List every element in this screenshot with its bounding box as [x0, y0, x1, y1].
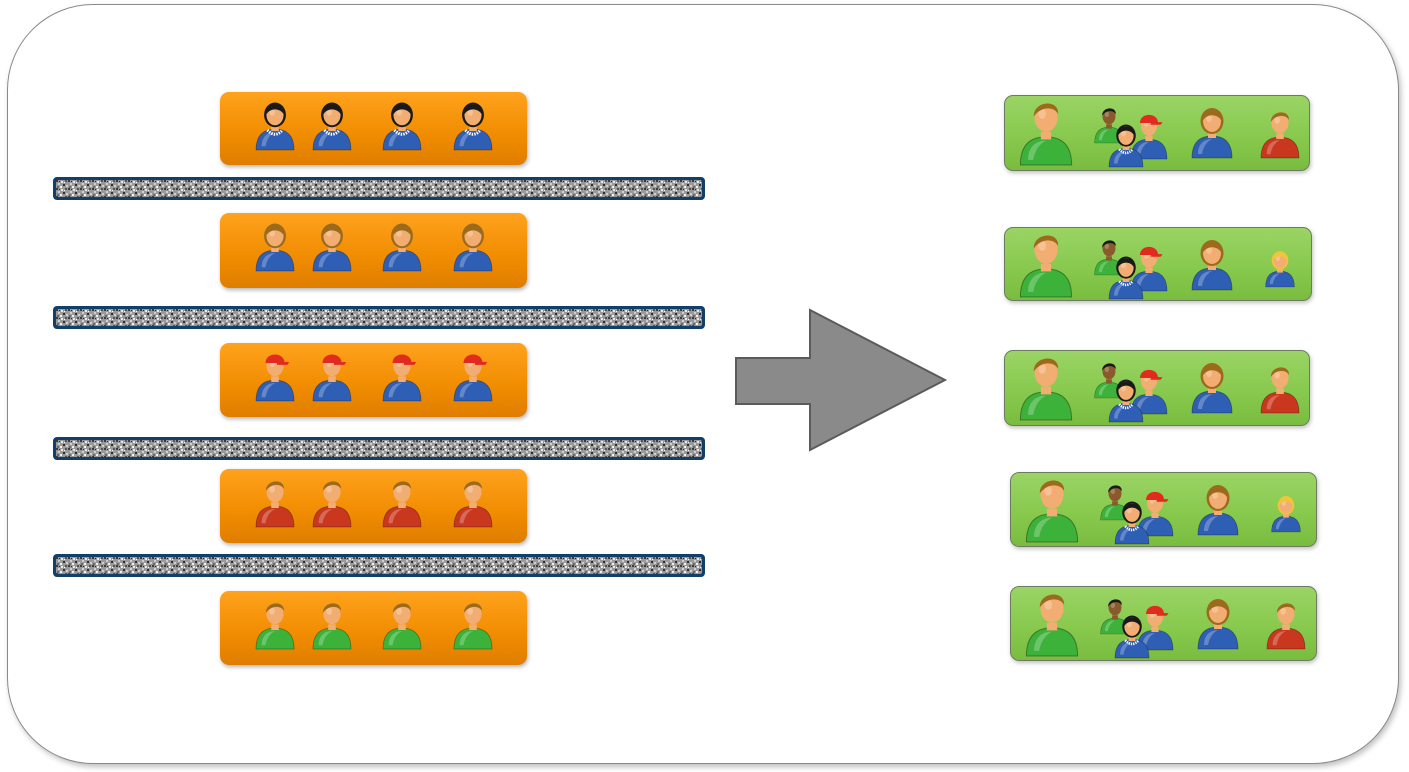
right-arrow-icon: [735, 308, 948, 452]
role-group-women-dark: [220, 92, 527, 165]
mixed-group: [1004, 227, 1312, 301]
separator-bar: [53, 554, 705, 577]
separator-bar: [53, 437, 705, 460]
mixed-group: [1004, 95, 1310, 171]
role-group-women-brown: [220, 213, 527, 288]
role-group-boys-green: [220, 591, 527, 665]
role-group-cap-boys: [220, 343, 527, 417]
noise-texture: [56, 309, 702, 326]
separator-bar: [53, 177, 705, 200]
role-group-men-red: [220, 469, 527, 543]
separator-bar: [53, 306, 705, 329]
noise-texture: [56, 557, 702, 574]
mixed-group: [1010, 586, 1317, 661]
mixed-group: [1004, 350, 1310, 426]
mixed-group: [1010, 472, 1317, 547]
noise-texture: [56, 180, 702, 197]
noise-texture: [56, 440, 702, 457]
